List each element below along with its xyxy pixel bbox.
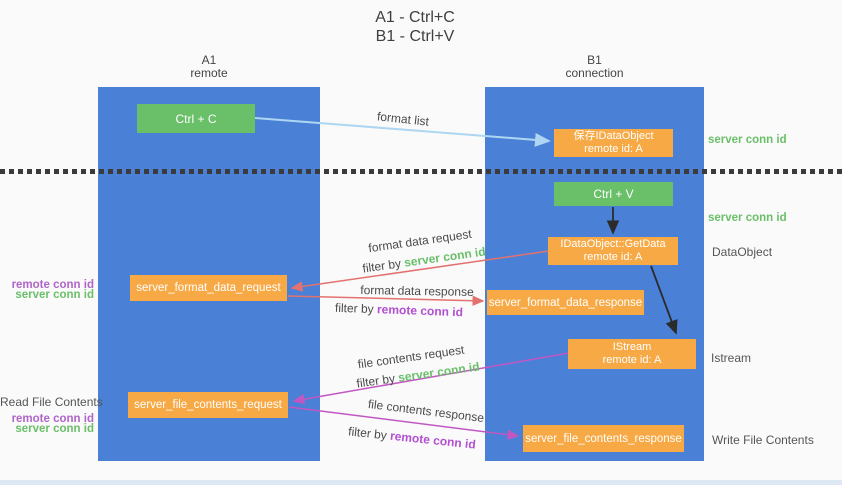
- label-server-conn-id-left1: server conn id: [15, 289, 94, 301]
- label-dataobject: DataObject: [712, 245, 773, 259]
- node-getdata-title: IDataObject::GetData: [560, 238, 666, 250]
- node-getdata-remote-id: remote id: A: [583, 251, 643, 263]
- label-conn-ids-left-bottom: remote conn id server conn id: [0, 413, 94, 435]
- node-idataobject-getdata: IDataObject::GetData remote id: A: [548, 237, 678, 265]
- label-server-conn-id-mid: server conn id: [708, 212, 787, 224]
- filter-by-text: filter by: [334, 300, 378, 317]
- node-ctrl-v: Ctrl + V: [554, 182, 673, 206]
- column-a1-role: remote: [190, 66, 228, 80]
- node-save-idataobject-title: 保存IDataObject: [573, 130, 654, 142]
- label-read-file-contents: Read File Contents: [0, 395, 103, 409]
- column-b1-id: B1: [587, 53, 602, 67]
- label-server-conn-id-left2: server conn id: [15, 423, 94, 435]
- column-b1-role: connection: [565, 66, 624, 80]
- node-server-file-contents-request: server_file_contents_request: [128, 392, 288, 418]
- label-conn-ids-left-top: remote conn id server conn id: [0, 279, 94, 301]
- remote-conn-id-text: remote conn id: [389, 428, 477, 452]
- remote-conn-id-text: remote conn id: [376, 302, 464, 320]
- column-header-b1: B1 connection: [485, 54, 704, 80]
- filter-by-text: filter by: [361, 255, 406, 276]
- label-server-conn-id-top: server conn id: [708, 134, 787, 146]
- diagram-title: A1 - Ctrl+C B1 - Ctrl+V: [0, 8, 836, 46]
- node-istream-title: IStream: [612, 341, 652, 353]
- title-line-2: B1 - Ctrl+V: [375, 28, 455, 45]
- title-line-1: A1 - Ctrl+C: [375, 9, 455, 26]
- label-write-file-contents: Write File Contents: [712, 433, 814, 447]
- column-header-a1: A1 remote: [98, 54, 320, 80]
- node-server-format-data-response: server_format_data_response: [487, 290, 644, 315]
- node-istream-remote-id: remote id: A: [602, 354, 662, 366]
- node-save-idataobject: 保存IDataObject remote id: A: [554, 129, 673, 157]
- node-server-file-contents-response: server_file_contents_response: [523, 425, 684, 452]
- edge-label-filter-remote-mid: filter by remote conn id: [335, 301, 463, 319]
- label-remote-conn-id-left2: remote conn id: [11, 413, 94, 425]
- edge-label-format-data-response: format data response: [360, 283, 474, 299]
- bottom-edge-strip: [0, 480, 842, 485]
- filter-by-text: filter by: [347, 424, 391, 443]
- dotted-divider: [0, 169, 842, 174]
- node-server-format-data-request: server_format_data_request: [130, 275, 287, 301]
- node-istream: IStream remote id: A: [568, 339, 696, 369]
- column-a1-id: A1: [201, 53, 217, 67]
- edge-label-format-list: format list: [376, 109, 430, 129]
- node-save-idataobject-remote-id: remote id: A: [584, 143, 643, 155]
- edge-label-file-contents-response: file contents response: [367, 396, 485, 426]
- filter-by-text: filter by: [355, 370, 400, 391]
- node-ctrl-c: Ctrl + C: [137, 104, 255, 133]
- label-remote-conn-id-left1: remote conn id: [11, 279, 94, 291]
- edge-label-filter-remote-bottom: filter by remote conn id: [348, 424, 477, 451]
- label-istream: Istream: [711, 351, 752, 365]
